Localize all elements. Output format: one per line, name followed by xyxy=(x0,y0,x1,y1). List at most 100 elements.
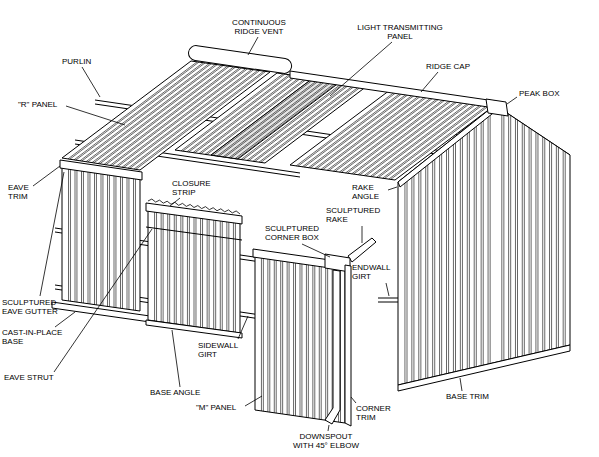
panel-rib xyxy=(327,262,328,420)
panel-rib xyxy=(68,166,69,301)
panel-rib xyxy=(302,92,402,167)
part-label: BASE TRIM xyxy=(446,392,496,401)
panel-rib xyxy=(215,216,216,330)
panel-rib xyxy=(315,94,415,169)
panel-rib xyxy=(448,142,449,373)
panel-rib xyxy=(120,173,121,308)
panel-rib xyxy=(535,132,536,352)
leader-lines xyxy=(33,37,517,431)
panel-rib xyxy=(453,138,454,372)
panel-rib xyxy=(446,144,447,374)
panel-rib xyxy=(133,175,134,310)
eave-gutter xyxy=(146,203,242,224)
panel-rib xyxy=(312,260,313,418)
panel-rib xyxy=(269,254,270,412)
panel-rib xyxy=(321,94,421,169)
panel-rib xyxy=(524,125,525,356)
part-label: EAVE STRUT xyxy=(4,373,56,382)
panel-rib xyxy=(176,210,177,324)
downspout xyxy=(325,270,340,424)
panel-rib xyxy=(70,62,199,159)
panel-rib xyxy=(187,212,188,326)
panel-rib xyxy=(174,210,175,324)
panel-ribs xyxy=(69,166,136,310)
wall-panel xyxy=(148,206,240,333)
part-label: SCULPTURED EAVE GUTTER xyxy=(2,298,62,316)
panel-rib xyxy=(156,207,157,321)
panel-rib xyxy=(200,213,201,327)
panel-rib xyxy=(462,131,463,370)
ridge-vent xyxy=(188,45,293,75)
panel-rib xyxy=(194,213,195,327)
panel-rib xyxy=(182,211,183,325)
part-label: CONTINUOUS RIDGE VENT xyxy=(228,18,290,36)
panel-rib xyxy=(83,168,84,303)
panel-rib xyxy=(542,137,543,351)
part-label: RIDGE CAP xyxy=(426,62,476,71)
panel-rib xyxy=(385,104,485,179)
panel-rib xyxy=(89,169,90,304)
panel-rib xyxy=(180,211,181,325)
panel-rib xyxy=(295,258,296,416)
corner-trim xyxy=(345,265,351,426)
panel-rib xyxy=(565,152,566,346)
part-label: SIDEWALL GIRT xyxy=(198,341,242,359)
panel-rib xyxy=(501,110,502,361)
panel-ribs xyxy=(296,91,491,180)
panel-rib xyxy=(549,141,550,349)
panel-rib xyxy=(455,136,456,371)
panel-rib xyxy=(378,103,478,178)
panel-rib xyxy=(282,256,283,414)
panel-rib xyxy=(488,111,489,364)
panel-rib xyxy=(364,101,464,176)
panel-rib xyxy=(325,262,326,420)
panel-rib xyxy=(517,120,518,357)
panel-rib xyxy=(439,149,440,375)
panel-rib xyxy=(167,209,168,323)
panel-rib xyxy=(327,95,427,170)
panel-rib xyxy=(308,260,309,418)
panel-rib xyxy=(300,259,301,417)
panel-rib xyxy=(474,122,475,367)
panel-rib xyxy=(383,103,483,178)
panel-rib xyxy=(418,166,419,381)
panel-ribs xyxy=(261,253,340,422)
panel-rib xyxy=(503,111,504,360)
wall-panel xyxy=(255,252,345,423)
panel-rib xyxy=(407,175,408,383)
panel-rib xyxy=(508,114,509,359)
panel-rib xyxy=(309,93,409,168)
panel-rib xyxy=(289,257,290,415)
panel-rib xyxy=(510,115,511,358)
panel-rib xyxy=(522,123,523,356)
base-trim xyxy=(398,345,570,391)
panel-rib xyxy=(101,171,102,306)
part-label: RAKE ANGLE xyxy=(352,183,386,201)
panel-rib xyxy=(280,256,281,414)
part-label: SCULPTURED CORNER BOX xyxy=(262,224,322,242)
panel-rib xyxy=(481,116,482,365)
panel-rib xyxy=(476,120,477,367)
panel-rib xyxy=(287,257,288,415)
panel-rib xyxy=(563,150,564,346)
panel-rib xyxy=(75,167,76,302)
panel-rib xyxy=(114,172,115,307)
panel-rib xyxy=(94,170,95,305)
panel-rib xyxy=(420,164,421,380)
panel-rib xyxy=(195,213,196,327)
panel-rib xyxy=(544,138,545,351)
panel-rib xyxy=(404,177,405,384)
part-label: CLOSURE STRIP xyxy=(172,179,218,197)
part-label: DOWNSPOUT WITH 45° ELBOW xyxy=(290,432,362,450)
panel-rib xyxy=(88,169,89,304)
panel-rib xyxy=(70,166,71,301)
panel-rib xyxy=(515,119,516,358)
panel-rib xyxy=(531,129,532,354)
panel-rib xyxy=(370,101,470,176)
panel-ribs xyxy=(155,207,236,332)
panel-rib xyxy=(107,171,108,306)
panel-rib xyxy=(358,100,458,175)
part-label: PURLIN xyxy=(62,57,102,66)
panel-rib xyxy=(274,255,275,413)
